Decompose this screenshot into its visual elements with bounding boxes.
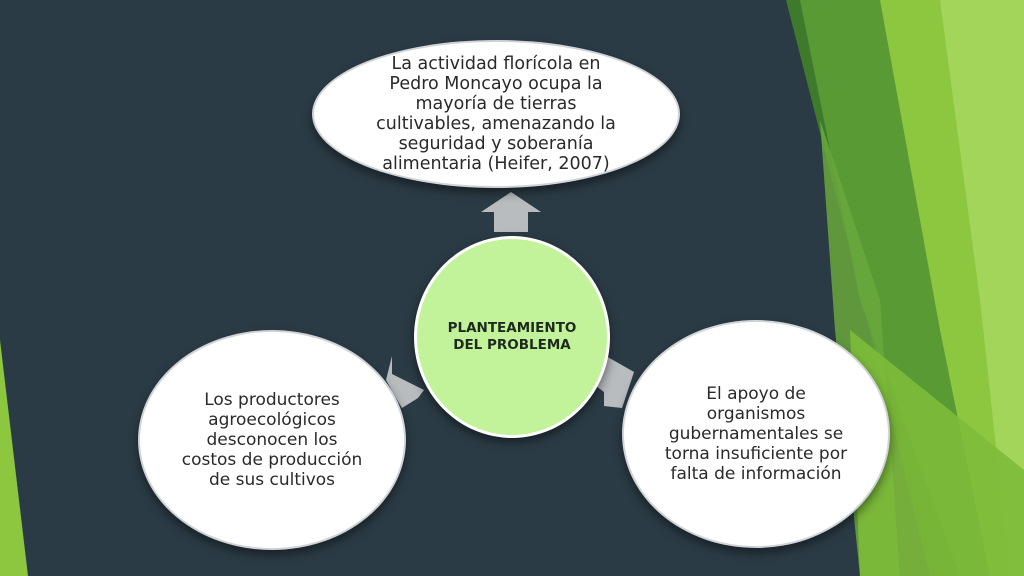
- right-cause-node: El apoyo de organismos gubernamentales s…: [622, 320, 890, 548]
- green-pane-bottom: [850, 330, 1024, 576]
- arrow-left: [386, 356, 424, 408]
- left-cause-node: Los productores agroecológicos desconoce…: [138, 330, 406, 550]
- left-cause-text: Los productores agroecológicos desconoce…: [181, 390, 363, 490]
- right-cause-text: El apoyo de organismos gubernamentales s…: [664, 384, 848, 484]
- top-cause-text: La actividad florícola en Pedro Moncayo …: [376, 54, 616, 174]
- arrow-up: [481, 192, 541, 232]
- green-sliver-left: [0, 340, 28, 576]
- center-problem-label: PLANTEAMIENTO DEL PROBLEMA: [447, 320, 577, 353]
- green-pane-highlight: [940, 0, 1024, 576]
- center-problem-node: PLANTEAMIENTO DEL PROBLEMA: [414, 236, 610, 438]
- arrow-right: [596, 356, 634, 408]
- top-cause-node: La actividad florícola en Pedro Moncayo …: [312, 40, 680, 188]
